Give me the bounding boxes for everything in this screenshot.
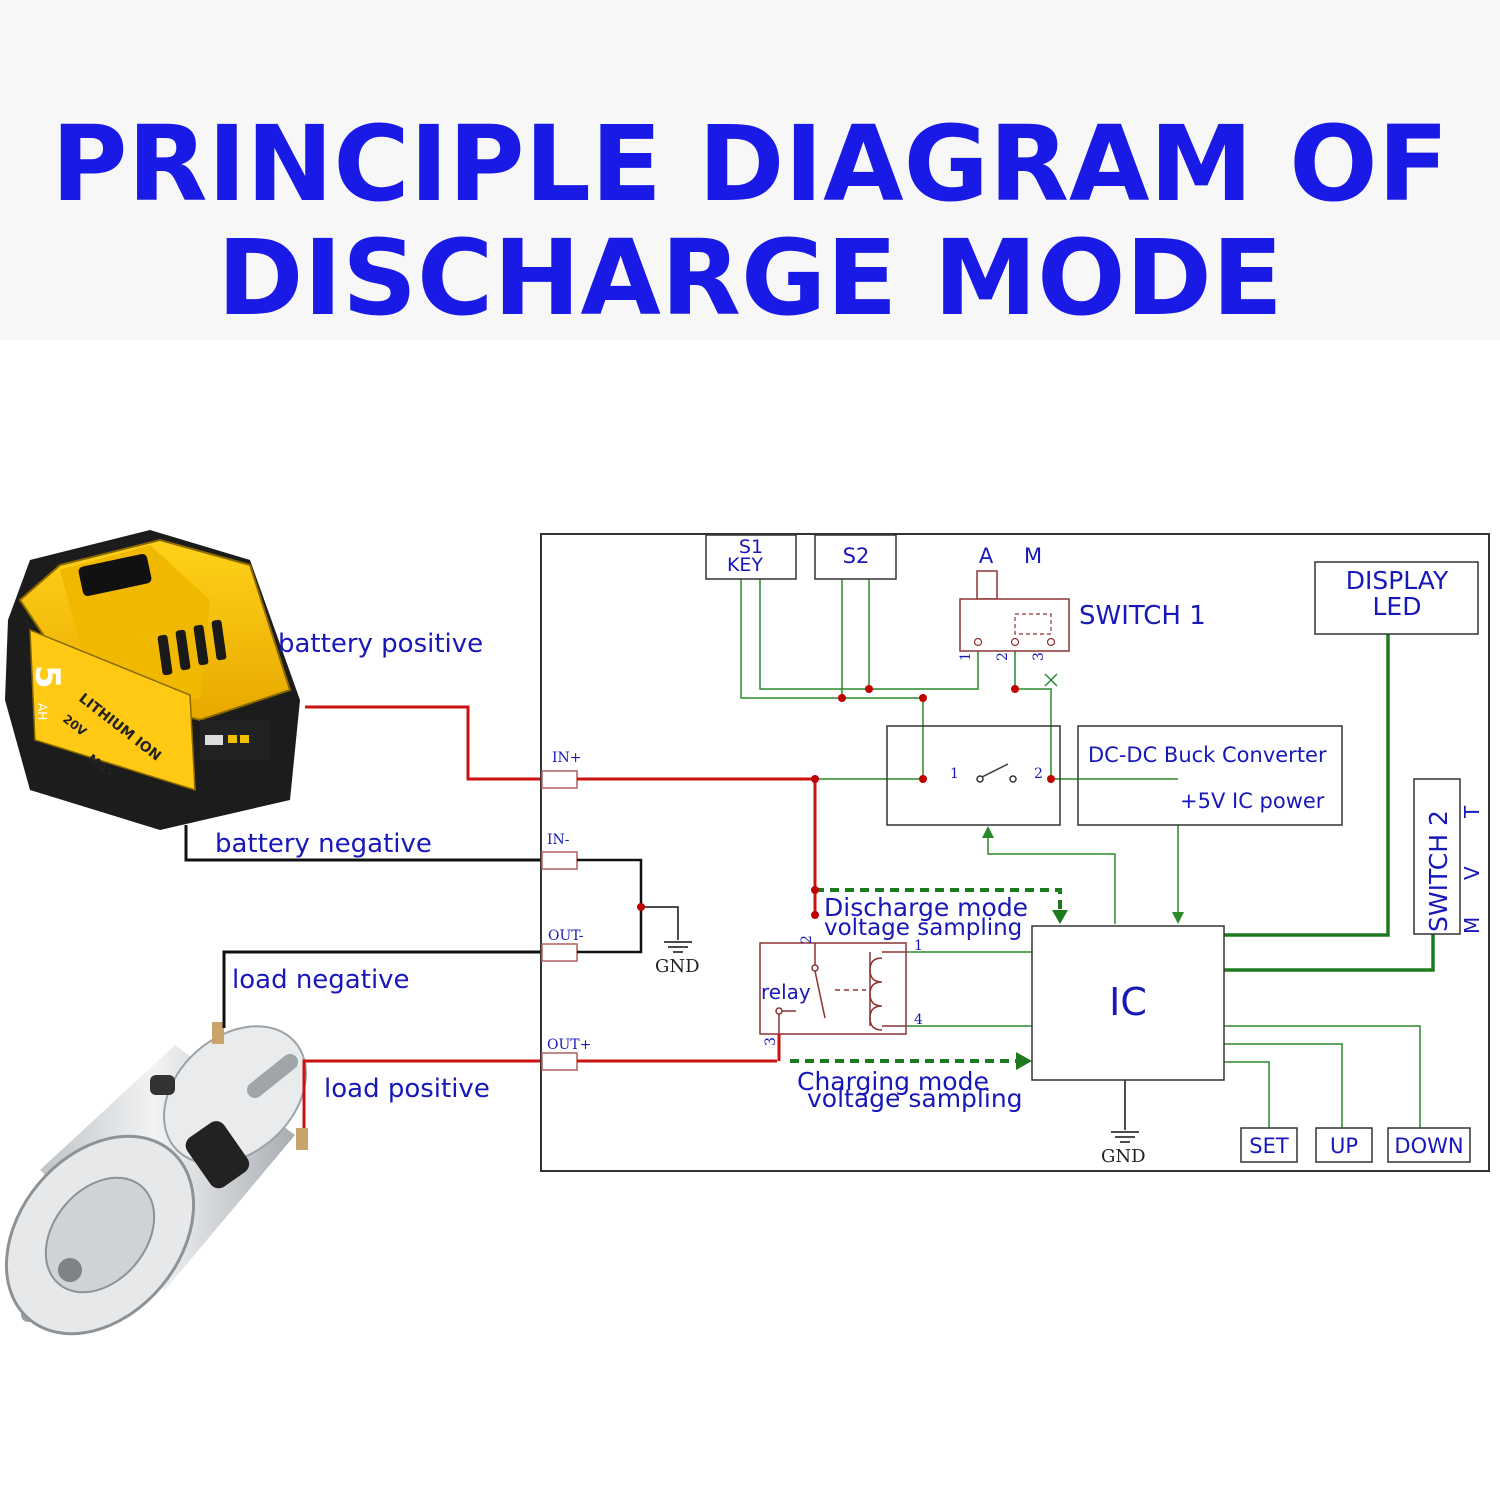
discharge-sampling-line1: Discharge mode — [824, 893, 1028, 922]
dcdc-sub: +5V IC power — [1180, 789, 1325, 813]
switch1-label: SWITCH 1 — [1079, 601, 1206, 631]
set-button[interactable] — [1240, 1127, 1298, 1163]
battery-negative-wire — [184, 825, 542, 862]
motor-image — [4, 1022, 308, 1336]
battery-negative-label: battery negative — [215, 829, 432, 859]
in-pos-trace — [577, 777, 817, 915]
switch2-trace — [1224, 934, 1435, 972]
load-negative-wire — [222, 950, 542, 1028]
switch1-nc-mark — [1044, 673, 1058, 687]
discharge-sampling-path — [815, 888, 1062, 912]
ic-box — [1031, 925, 1225, 1081]
display-trace — [1224, 634, 1390, 937]
down-button[interactable] — [1387, 1127, 1471, 1163]
terminal-in-pos — [541, 770, 578, 789]
switch2-label: SWITCH 2 — [1424, 810, 1453, 932]
switch1-common-trace — [1014, 642, 1052, 779]
terminal-out-pos-label: OUT+ — [547, 1037, 591, 1053]
down-trace — [1224, 1025, 1421, 1131]
power-switch-contact — [976, 763, 1017, 783]
switch1-pin3: 3 — [1031, 652, 1047, 661]
ic-to-power-switch-trace — [987, 829, 1116, 924]
dcdc-box — [1077, 725, 1343, 826]
junction-nodes — [637, 685, 1055, 919]
s1-key-box — [705, 534, 797, 580]
discharge-sampling-arrow — [1052, 910, 1068, 924]
battery-unit: AH — [35, 703, 49, 720]
relay-coil — [835, 951, 906, 1031]
board-outline — [540, 533, 1490, 1172]
switch1-a-label: A — [979, 544, 994, 568]
s1-label: S1 — [739, 536, 763, 558]
s1-left-trace — [740, 578, 923, 699]
terminal-in-neg-label: IN- — [547, 832, 570, 848]
terminal-in-pos-label: IN+ — [552, 750, 582, 766]
board-gnd-symbol — [664, 941, 692, 953]
display-led-box — [1314, 561, 1479, 635]
ic-gnd-label: GND — [1101, 1146, 1146, 1167]
up-button[interactable] — [1315, 1127, 1373, 1163]
switch2-mode-m: M — [1460, 917, 1484, 934]
terminal-out-neg — [541, 943, 578, 962]
power-switch-box — [886, 725, 1061, 826]
set-button-label: SET — [1249, 1134, 1289, 1158]
charging-sampling-line1: Charging mode — [797, 1067, 989, 1096]
battery-positive-label: battery positive — [278, 629, 483, 659]
ic-label: IC — [1109, 980, 1147, 1024]
up-trace — [1224, 1043, 1343, 1131]
switch2-box — [1413, 778, 1461, 935]
terminal-out-pos — [541, 1052, 578, 1071]
load-positive-wire — [302, 1059, 542, 1128]
switch1-m-label: M — [1024, 544, 1042, 568]
discharge-sampling-line2: voltage sampling — [824, 915, 1022, 941]
load-negative-label: load negative — [232, 965, 410, 995]
title-band — [0, 0, 1500, 340]
dcdc-arrow — [1172, 912, 1184, 924]
switch1-actuator — [976, 570, 998, 600]
ic-gnd-symbol — [1111, 1131, 1139, 1143]
battery-label-group: 5 AH — [27, 665, 67, 720]
s1-key-label: KEY — [727, 554, 763, 576]
terminal-in-neg — [541, 851, 578, 870]
switch2-mode-t: T — [1460, 805, 1484, 819]
display-label: DISPLAY — [1346, 566, 1449, 595]
title-line-1: PRINCIPLE DIAGRAM OF — [51, 103, 1449, 225]
led-label: LED — [1373, 592, 1422, 621]
battery-positive-wire — [305, 705, 542, 781]
relay-contact — [775, 943, 826, 1034]
relay-pin4: 4 — [914, 1012, 923, 1028]
switch2-mode-v: V — [1460, 866, 1484, 880]
negative-bus-trace — [577, 858, 643, 954]
up-button-label: UP — [1330, 1134, 1358, 1158]
relay-label: relay — [761, 980, 811, 1004]
title-line-2: DISCHARGE MODE — [217, 217, 1283, 339]
terminal-out-neg-label: OUT- — [548, 928, 584, 944]
battery-capacity: 5 — [27, 665, 67, 689]
power-switch-pin1: 1 — [950, 766, 959, 782]
power-switch-pin2: 2 — [1034, 766, 1043, 782]
switch1-pin2: 2 — [995, 652, 1011, 661]
charging-sampling-line2: voltage sampling — [807, 1084, 1023, 1113]
relay-pin3: 3 — [763, 1037, 779, 1046]
s2-label: S2 — [843, 544, 870, 568]
board-gnd-trace — [641, 906, 679, 940]
dcdc-title: DC-DC Buck Converter — [1088, 743, 1327, 767]
load-positive-label: load positive — [324, 1074, 490, 1104]
down-button-label: DOWN — [1394, 1134, 1463, 1158]
battery-image: 5 AH LITHIUM ION 20V MAX — [5, 530, 300, 830]
power-switch-arrow — [982, 826, 994, 838]
s2-box — [814, 534, 897, 580]
switch1-pin1: 1 — [958, 652, 974, 661]
charging-sampling-arrow — [1016, 1052, 1032, 1070]
relay-pin2: 2 — [799, 935, 815, 944]
board-gnd-label: GND — [655, 956, 700, 977]
switch1-slider — [1014, 613, 1052, 635]
relay-pin1: 1 — [914, 938, 923, 954]
set-trace — [1224, 1061, 1270, 1131]
